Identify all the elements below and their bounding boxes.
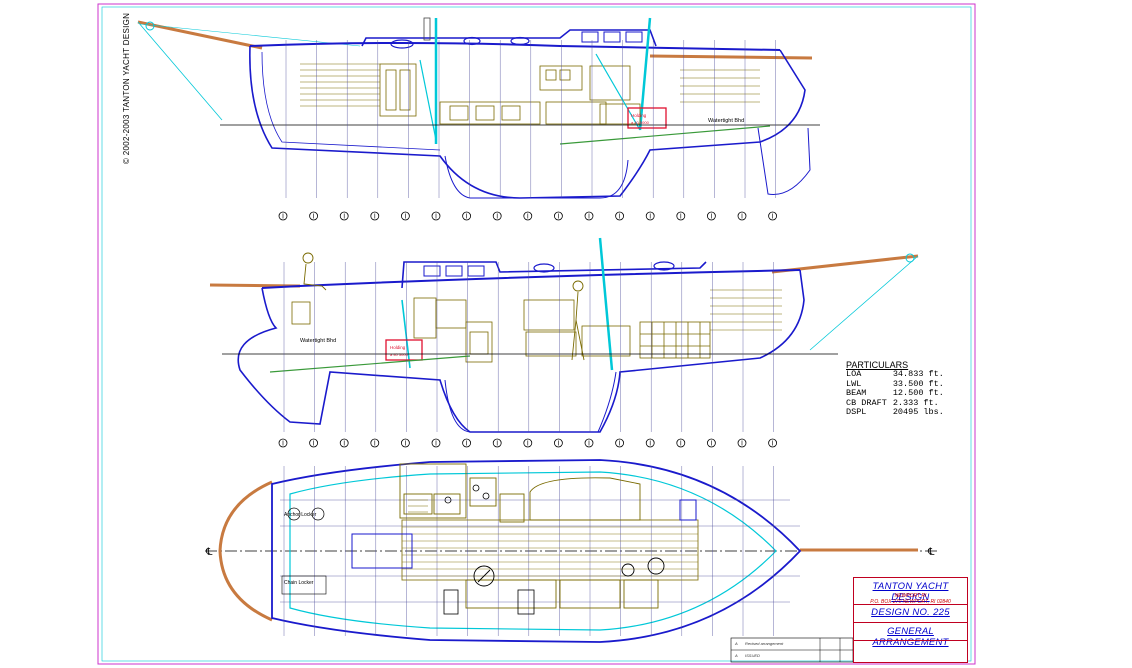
particulars-row: BEAM 12.500 ft. (846, 388, 950, 399)
mast-2 (598, 237, 614, 371)
profile-view-port: Holding a 40 5000 Watertight Bhd (209, 237, 919, 433)
particulars-rows: LOA 34.833 ft. LWL 33.500 ft. BEAM 12.500 ft.… (846, 369, 950, 418)
particulars-label: DSPL (846, 407, 867, 418)
tank-label-2: Holding (390, 345, 406, 350)
bowsprit (137, 20, 263, 50)
sheer-line-2 (261, 269, 801, 289)
keel (444, 155, 629, 199)
design-number: DESIGN NO. 225 (871, 607, 950, 618)
revision-mark-1: A (735, 641, 738, 646)
tank-label-1: Holding (631, 113, 647, 118)
revision-text-2: ISSUED (745, 653, 760, 658)
particulars-label: LOA (846, 369, 862, 380)
deckhouse (361, 29, 657, 47)
profile-view-starboard: Holding a 40 5000 Watertight Bhd (137, 17, 820, 199)
svg-text:a 40 5000: a 40 5000 (631, 120, 650, 125)
particulars-label: CB DRAFT (846, 397, 887, 408)
particulars-title: PARTICULARS (846, 360, 909, 370)
particulars-value: 2.333 ft. (892, 397, 939, 408)
sheet-title: GENERAL ARRANGEMENT (872, 626, 949, 648)
sheer-line (249, 42, 781, 51)
revision-text-1: Revised arrangement (745, 641, 784, 646)
deck-outline (271, 459, 802, 643)
svg-text:a 40 5000: a 40 5000 (390, 352, 409, 357)
firm-name: TANTON YACHT DESIGN (872, 581, 949, 603)
station-markers-top (278, 211, 777, 221)
watertight-bhd-label-2: Watertight Bhd (300, 338, 336, 344)
rudder (757, 127, 811, 195)
copyright-text: © 2002-2003 TANTON YACHT DESIGN (122, 12, 131, 164)
keel-2 (444, 371, 617, 433)
particulars-label: BEAM (846, 388, 867, 399)
firm-address-1: NEWPORT RI (894, 593, 927, 599)
station-markers-middle (278, 438, 777, 448)
particulars-label: LWL (846, 378, 862, 389)
stove-icon (444, 484, 490, 504)
hatch-icon (621, 563, 635, 577)
holding-tank-2 (385, 339, 423, 361)
svg-text:℄: ℄ (927, 547, 935, 558)
particulars-value: 34.833 ft. (892, 369, 944, 380)
title-block: TANTON YACHT DESIGN NEWPORT RI P.O. BOX … (853, 577, 968, 663)
particulars-row: LOA 34.833 ft. (846, 369, 950, 380)
stern-rail (218, 480, 273, 622)
prop-shaft-1 (559, 125, 771, 145)
dorade-icon (647, 557, 665, 575)
anchor-locker-label: Anchor Locker (284, 512, 317, 518)
figure-helmsman (302, 252, 327, 291)
hull-outline-2 (237, 269, 805, 433)
revision-block: A Revised arrangement A ISSUED (731, 638, 853, 660)
sheet-inner-border (101, 6, 972, 662)
particulars-row: DSPL 20495 lbs. (846, 407, 950, 418)
wheel-icon (473, 565, 495, 587)
cabin-sole (401, 519, 699, 581)
chain-locker-label: Chain Locker (284, 580, 314, 586)
revision-mark-2: A (735, 653, 738, 658)
boom (649, 54, 813, 60)
particulars-row: CB DRAFT 2.333 ft. (846, 397, 950, 408)
prop-shaft-2 (269, 355, 471, 373)
watertight-bhd-label-1: Watertight Bhd (708, 118, 744, 124)
companionway (351, 533, 413, 569)
particulars-value: 12.500 ft. (892, 388, 944, 399)
firm-address-2: P.O. BOX 270 NEWPORT, RI 02840 (870, 599, 951, 605)
figure-standing (571, 280, 585, 361)
sheet-border (97, 3, 976, 665)
plan-view: ℄ ℄ (205, 459, 940, 643)
particulars-value: 33.500 ft. (892, 378, 944, 389)
svg-text:℄: ℄ (205, 547, 213, 558)
particulars-row: LWL 33.500 ft. (846, 378, 950, 389)
holding-tank-1 (627, 107, 667, 129)
mizzenmast (638, 17, 652, 131)
particulars-value: 20495 lbs. (892, 407, 944, 418)
